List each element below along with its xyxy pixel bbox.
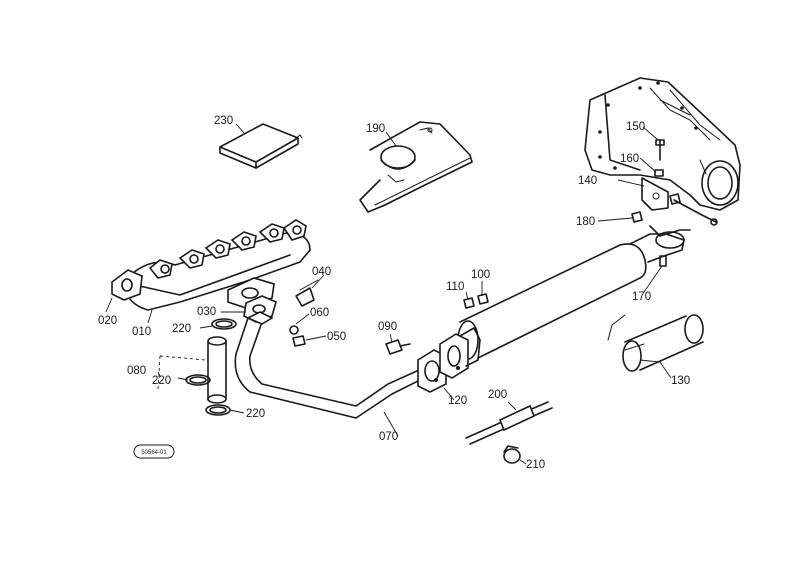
part-090-bolt bbox=[385, 339, 411, 355]
callout-010: 010 bbox=[132, 326, 151, 338]
callout-050: 050 bbox=[327, 331, 346, 343]
callout-080: 080 bbox=[127, 365, 146, 377]
callout-150: 150 bbox=[626, 121, 645, 133]
part-220-clamp-middle bbox=[185, 374, 211, 386]
part-060-washer bbox=[289, 325, 299, 335]
callout-230: 230 bbox=[214, 115, 233, 127]
part-040-stud bbox=[295, 279, 319, 307]
part-210-grommet bbox=[503, 445, 521, 464]
callout-100: 100 bbox=[471, 269, 490, 281]
callout-220-top: 220 bbox=[172, 323, 191, 335]
drawing-code-stamp: 50564-01 bbox=[133, 444, 175, 459]
callout-070: 070 bbox=[379, 431, 398, 443]
leader-lines bbox=[105, 123, 672, 465]
part-160-nut bbox=[654, 169, 664, 177]
part-200-cable bbox=[465, 401, 553, 445]
part-150-bolt bbox=[655, 139, 665, 161]
callout-190: 190 bbox=[366, 123, 385, 135]
callout-090: 090 bbox=[378, 321, 397, 333]
callout-030: 030 bbox=[197, 306, 216, 318]
callout-220-bottom: 220 bbox=[246, 408, 265, 420]
drawing-code-text: 50564-01 bbox=[141, 450, 167, 456]
callout-040: 040 bbox=[312, 266, 331, 278]
callout-200: 200 bbox=[488, 389, 507, 401]
part-130-tail-pipe bbox=[607, 314, 704, 372]
part-140-bracket bbox=[641, 177, 718, 226]
part-120-flange bbox=[417, 327, 481, 393]
muffler bbox=[457, 225, 691, 360]
part-230-gasket-sheet bbox=[219, 123, 303, 169]
transmission-housing bbox=[584, 77, 741, 211]
callout-110: 110 bbox=[446, 281, 464, 293]
part-070-exhaust-pipe bbox=[234, 311, 441, 419]
callout-020: 020 bbox=[98, 315, 117, 327]
part-190-engine-cover bbox=[359, 121, 473, 213]
callout-labels: 230 190 150 160 140 180 170 130 100 110 … bbox=[98, 115, 690, 471]
callout-120: 120 bbox=[448, 395, 467, 407]
part-050-nut bbox=[292, 335, 306, 347]
callout-170: 170 bbox=[632, 291, 651, 303]
callout-210: 210 bbox=[526, 459, 545, 471]
callout-180: 180 bbox=[576, 216, 595, 228]
callout-060: 060 bbox=[310, 307, 329, 319]
part-220-clamp-bottom bbox=[205, 404, 231, 416]
part-010-exhaust-manifold bbox=[111, 219, 311, 311]
callout-160: 160 bbox=[620, 153, 639, 165]
callout-130: 130 bbox=[671, 375, 690, 387]
part-100-washer bbox=[477, 293, 489, 305]
part-180-nut bbox=[631, 211, 643, 223]
part-080-pipe bbox=[157, 336, 227, 404]
part-220-clamp-top bbox=[211, 318, 237, 330]
callout-140: 140 bbox=[578, 175, 597, 187]
part-110-nut bbox=[463, 297, 475, 309]
callout-220-middle: 220 bbox=[152, 375, 171, 387]
